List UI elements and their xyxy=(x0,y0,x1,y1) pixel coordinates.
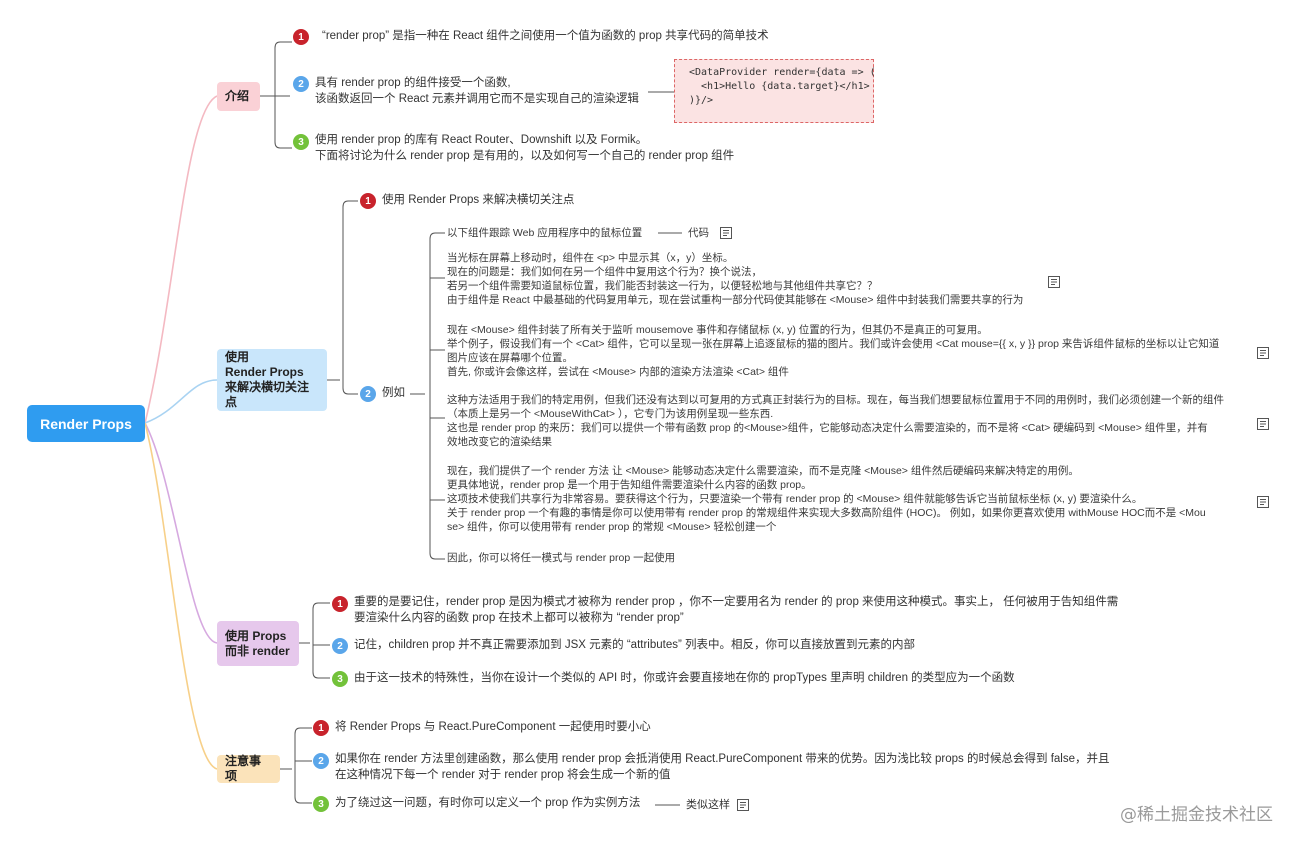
intro-item-2[interactable]: 具有 render prop 的组件接受一个函数, 该函数返回一个 React … xyxy=(315,75,639,107)
number-badge: 2 xyxy=(360,386,376,402)
caution-item-2-line: 如果你在 render 方法里创建函数，那么使用 render prop 会抵消… xyxy=(335,753,1110,765)
intro-item-3[interactable]: 使用 render prop 的库有 React Router、Downshif… xyxy=(315,132,734,164)
paragraph-line: 现在，我们提供了一个 render 方法 让 <Mouse> 能够动态决定什么需… xyxy=(447,465,1079,477)
note-icon[interactable] xyxy=(1048,276,1060,288)
number-badge: 3 xyxy=(313,796,329,812)
example-mouse-tracker[interactable]: 以下组件跟踪 Web 应用程序中的鼠标位置 xyxy=(447,227,643,239)
intro-item-3-line: 下面将讨论为什么 render prop 是有用的，以及如何写一个自己的 ren… xyxy=(315,150,735,162)
example-paragraph-2[interactable]: 现在 <Mouse> 组件封装了所有关于监听 mousemove 事件和存储鼠标… xyxy=(447,323,1219,379)
props-item-1-line: 要渲染什么内容的函数 prop 在技术上都可以被称为 “render prop” xyxy=(354,612,684,624)
paragraph-line: 这种方法适用于我们的特定用例，但我们还没有达到以可复用的方式真正封装行为的目标。… xyxy=(447,394,1224,406)
note-icon[interactable] xyxy=(720,227,732,239)
branch-intro[interactable]: 介绍 xyxy=(217,82,260,111)
branch-cross-cutting[interactable]: 使用 Render Props 来解决横切关注点 xyxy=(217,349,327,411)
number-badge: 3 xyxy=(332,671,348,687)
paragraph-line: 现在 <Mouse> 组件封装了所有关于监听 mousemove 事件和存储鼠标… xyxy=(447,324,988,336)
props-item-1[interactable]: 重要的是要记住，render prop 是因为模式才被称为 render pro… xyxy=(354,594,1118,626)
branch-cautions[interactable]: 注意事项 xyxy=(217,754,280,783)
number-badge: 1 xyxy=(360,193,376,209)
intro-item-3-line: 使用 render prop 的库有 React Router、Downshif… xyxy=(315,134,648,146)
intro-item-2-line: 该函数返回一个 React 元素并调用它而不是实现自己的渲染逻辑 xyxy=(315,93,639,105)
props-item-2[interactable]: 记住，children prop 并不真正需要添加到 JSX 元素的 “attr… xyxy=(354,639,916,651)
code-line: )}/> xyxy=(689,95,714,106)
intro-item-2-line: 具有 render prop 的组件接受一个函数, xyxy=(315,77,511,89)
paragraph-line: （本质上是另一个 <MouseWithCat> ），它专门为该用例呈现一些东西. xyxy=(447,408,774,420)
paragraph-line: 当光标在屏幕上移动时，组件在 <p> 中显示其（x，y）坐标。 xyxy=(447,252,734,264)
number-badge: 2 xyxy=(313,753,329,769)
example-paragraph-3[interactable]: 这种方法适用于我们的特定用例，但我们还没有达到以可复用的方式真正封装行为的目标。… xyxy=(447,393,1224,449)
paragraph-line: 首先, 你或许会像这样，尝试在 <Mouse> 内部的渲染方法渲染 <Cat> … xyxy=(447,366,789,378)
paragraph-line: 举个例子，假设我们有一个 <Cat> 组件，它可以呈现一张在屏幕上追逐鼠标的猫的… xyxy=(447,338,1220,350)
number-badge: 3 xyxy=(293,134,309,150)
props-item-1-line: 重要的是要记住，render prop 是因为模式才被称为 render pro… xyxy=(354,596,1119,608)
paragraph-line: 若另一个组件需要知道鼠标位置，我们能否封装这一行为，以便轻松地与其他组件共享它？… xyxy=(447,280,878,292)
paragraph-line: 关于 render prop 一个有趣的事情是你可以使用带有 render pr… xyxy=(447,507,1206,519)
branch-cross-label-line: Render Props xyxy=(225,365,304,379)
watermark: @稀土掘金技术社区 xyxy=(1120,805,1273,825)
example-paragraph-4[interactable]: 现在，我们提供了一个 render 方法 让 <Mouse> 能够动态决定什么需… xyxy=(447,464,1206,534)
example-paragraph-1[interactable]: 当光标在屏幕上移动时，组件在 <p> 中显示其（x，y）坐标。 现在的问题是：我… xyxy=(447,251,1023,307)
number-badge: 2 xyxy=(293,76,309,92)
caution-item-2-line: 在这种情况下每一个 render 对于 render prop 将会生成一个新的… xyxy=(335,769,671,781)
code-snippet[interactable]: <DataProvider render={data => ( <h1>Hell… xyxy=(674,59,876,123)
paragraph-line: 这项技术使我们共享行为非常容易。要获得这个行为，只要渲染一个带有 render … xyxy=(447,493,1143,505)
number-badge: 1 xyxy=(332,596,348,612)
paragraph-line: 现在的问题是：我们如何在另一个组件中复用这个行为？换个说法， xyxy=(447,266,762,278)
paragraph-line: se> 组件，你可以使用带有 render prop 的常规 <Mouse> 轻… xyxy=(447,521,777,533)
paragraph-line: 效地改变它的渲染结果 xyxy=(447,436,552,448)
paragraph-line: 更具体地说，render prop 是一个用于告知组件需要渲染什么内容的函数 p… xyxy=(447,479,812,491)
paragraph-line: 图片应该在屏幕哪个位置。 xyxy=(447,352,573,364)
note-icon[interactable] xyxy=(737,799,749,811)
cross-item-2[interactable]: 例如 xyxy=(382,387,405,399)
branch-props-label-line: 而非 render xyxy=(225,643,290,658)
code-line: <DataProvider render={data => ( xyxy=(689,67,876,78)
note-icon[interactable] xyxy=(1257,418,1269,430)
number-badge: 1 xyxy=(313,720,329,736)
root-node[interactable]: Render Props xyxy=(27,405,145,442)
note-icon[interactable] xyxy=(1257,496,1269,508)
example-tag[interactable]: 类似这样 xyxy=(686,799,730,811)
branch-cross-label-line: 来解决横切关注点 xyxy=(225,380,310,409)
paragraph-line: 这也是 render prop 的来历：我们可以提供一个带有函数 prop 的<… xyxy=(447,422,1208,434)
root-title: Render Props xyxy=(40,415,132,432)
branch-props-not-render[interactable]: 使用 Props 而非 render xyxy=(217,621,299,666)
caution-item-2[interactable]: 如果你在 render 方法里创建函数，那么使用 render prop 会抵消… xyxy=(335,751,1110,783)
code-tag[interactable]: 代码 xyxy=(688,227,709,239)
props-item-3[interactable]: 由于这一技术的特殊性，当你在设计一个类似的 API 时，你或许会要直接地在你的 … xyxy=(354,672,1015,684)
code-line: <h1>Hello {data.target}</h1> xyxy=(689,81,870,92)
example-paragraph-5[interactable]: 因此，你可以将任一模式与 render prop 一起使用 xyxy=(447,552,676,564)
caution-item-1[interactable]: 将 Render Props 与 React.PureComponent 一起使… xyxy=(335,721,651,733)
number-badge: 2 xyxy=(332,638,348,654)
branch-cautions-label: 注意事项 xyxy=(225,754,262,783)
number-badge: 1 xyxy=(293,29,309,45)
caution-item-3[interactable]: 为了绕过这一问题，有时你可以定义一个 prop 作为实例方法 xyxy=(335,797,641,809)
cross-item-1[interactable]: 使用 Render Props 来解决横切关注点 xyxy=(382,194,575,206)
note-icon[interactable] xyxy=(1257,347,1269,359)
intro-item-1[interactable]: “render prop” 是指一种在 React 组件之间使用一个值为函数的 … xyxy=(322,30,769,42)
paragraph-line: 由于组件是 React 中最基础的代码复用单元，现在尝试重构一部分代码使其能够在… xyxy=(447,294,1024,306)
branch-props-label-line: 使用 Props xyxy=(225,628,287,643)
branch-intro-label: 介绍 xyxy=(225,89,250,103)
branch-cross-label-line: 使用 xyxy=(225,350,250,364)
